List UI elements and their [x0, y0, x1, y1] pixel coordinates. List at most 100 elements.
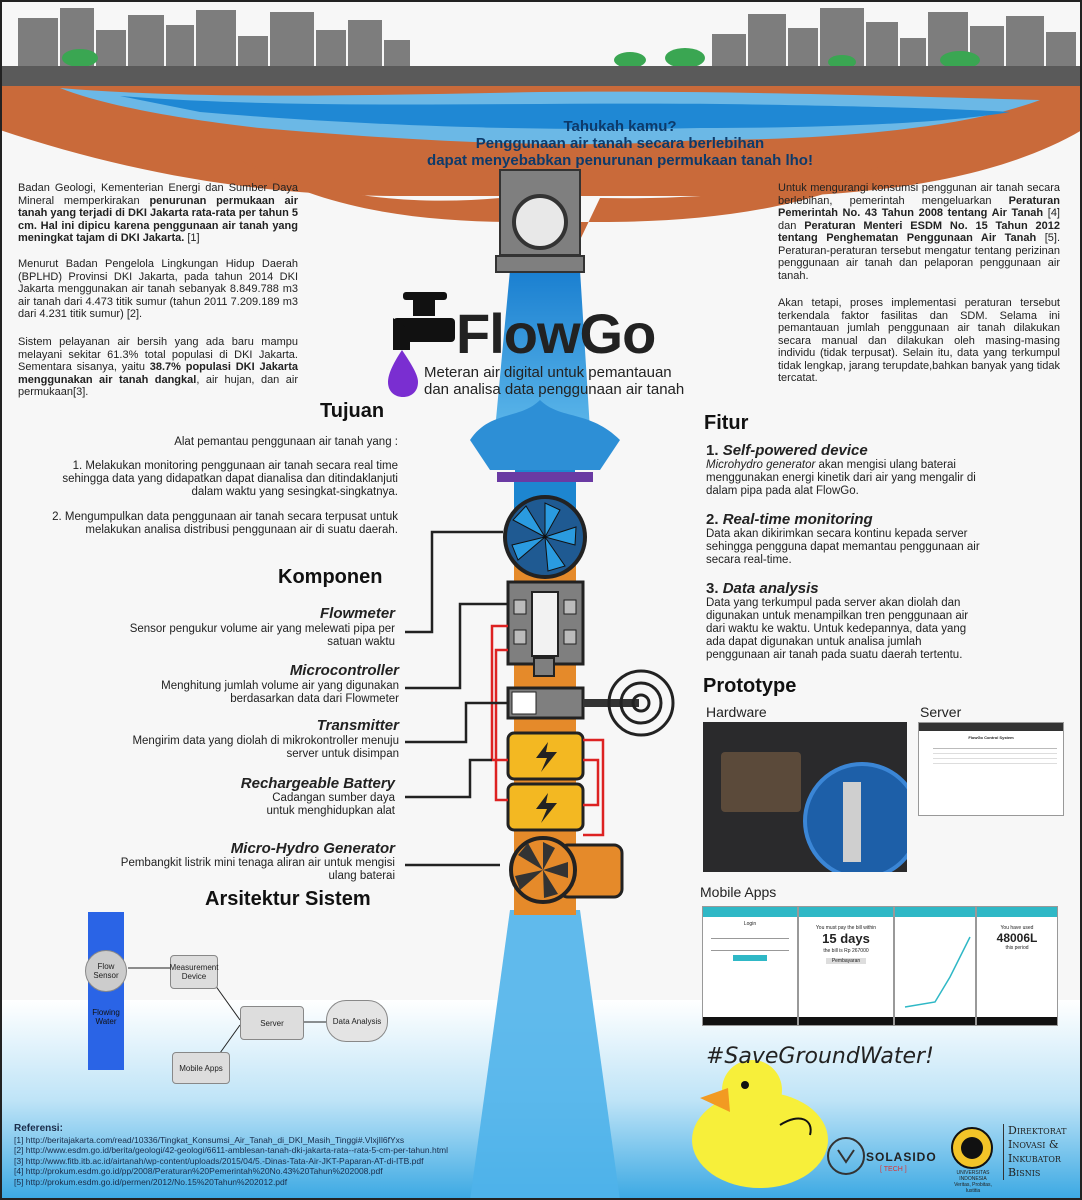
mobile-apps-node: Mobile Apps: [172, 1052, 230, 1084]
feature-desc-italic: Microhydro generator: [706, 459, 816, 471]
phone-bill-screen: You must pay the bill within 15 days the…: [798, 906, 894, 1026]
server-node: Server: [240, 1006, 304, 1040]
phone-period-text: this period: [1005, 945, 1029, 951]
server-label: Server: [920, 704, 962, 720]
reference-item: [2] http://www.esdm.go.id/berita/geologi…: [14, 1145, 449, 1155]
feature-desc-text: akan mengisi ulang baterai menggunakan e…: [706, 459, 976, 497]
hook-line: Penggunaan air tanah secara berlebihan: [475, 135, 765, 152]
phone-app-bar: [895, 907, 975, 917]
phone-login-screen: Login: [702, 906, 798, 1026]
references: Referensi: [1] http://beritajakarta.com/…: [14, 1123, 449, 1187]
component-desc-text: Cadangan sumber daya untuk menghidupkan …: [266, 792, 395, 817]
server-table-line: [933, 748, 1057, 749]
phone-pay-button[interactable]: Pembayaran: [826, 958, 866, 964]
phone-nav-bar: [895, 1017, 975, 1025]
feature-title: 3. Data analysis: [706, 580, 819, 597]
ui-name-line: Veritas, Probitas, Iustitia: [954, 1182, 992, 1194]
directorate-line: Bisnis: [1008, 1166, 1041, 1179]
circuit-board: [721, 752, 801, 812]
feature-title: 2. Real-time monitoring: [706, 511, 873, 528]
server-table-line: [933, 763, 1057, 764]
hashtag-text: #SaveGroundWater!: [706, 1044, 934, 1069]
component-desc: Pembangkit listrik mini tenaga aliran ai…: [120, 857, 395, 882]
tujuan-item: 2. Mengumpulkan data penggunaan air tana…: [52, 511, 398, 536]
feature-name: Data analysis: [722, 580, 819, 597]
references-title: Referensi:: [14, 1123, 63, 1134]
ui-name-line: UNIVERSITAS: [956, 1170, 990, 1176]
feature-number: 1.: [706, 442, 719, 459]
phone-due-text: You must pay the bill within: [815, 925, 877, 931]
brand-title: FlowGo: [456, 302, 656, 365]
tagline-line: Meteran air digital untuk pemantauan: [424, 364, 672, 381]
component-desc: Sensor pengukur volume air yang melewati…: [129, 623, 395, 648]
prototype-heading: Prototype: [703, 675, 797, 697]
tujuan-intro: Alat pemantau penggunaan air tanah yang …: [174, 436, 398, 448]
arsitektur-heading: Arsitektur Sistem: [205, 888, 371, 910]
server-screenshot: FlowGo Control System: [918, 722, 1064, 816]
bold-text: penurunan permukaan air tanah yang terja…: [18, 194, 299, 245]
feature-desc: Microhydro generator akan mengisi ulang …: [706, 459, 996, 498]
flowing-water-label: Flowing Water: [92, 1008, 120, 1026]
ui-name-line: INDONESIA: [959, 1176, 987, 1182]
phone-login-button[interactable]: [733, 955, 767, 961]
hook-line: dapat menyebabkan penurunan permukaan ta…: [427, 152, 813, 169]
phone-liters-text: 48006L: [996, 931, 1038, 945]
ui-name: UNIVERSITAS INDONESIA Veritas, Probitas,…: [948, 1170, 998, 1194]
intro-paragraph-3: Sistem pelayanan air bersih yang ada bar…: [18, 336, 298, 399]
text-span: Untuk mengurangi konsumsi penggunan air …: [778, 182, 1060, 207]
phone-chart-screen: [894, 906, 976, 1026]
feature-desc: Data akan dikirimkan secara kontinu kepa…: [706, 528, 980, 566]
feature-number: 3.: [706, 580, 719, 597]
phone-username-field[interactable]: [711, 932, 789, 939]
solasido-logo-icon: [827, 1137, 865, 1175]
feature-desc: Data yang terkumpul pada server akan dio…: [706, 597, 969, 661]
server-table-line: [933, 753, 1057, 754]
intro-paragraph-1: Badan Geologi, Kementerian Energi dan Su…: [18, 182, 298, 245]
reference-item: [3] http://www.fitb.itb.ac.id/airtanah/w…: [14, 1155, 424, 1166]
regulation-paragraph: Untuk mengurangi konsumsi penggunan air …: [778, 182, 1060, 282]
phone-app-bar: [977, 907, 1057, 917]
text-span: Sistem pelayanan air bersih yang ada bar…: [18, 336, 298, 373]
reference-item: [5] http://prokum.esdm.go.id/permen/2012…: [14, 1176, 288, 1187]
solasido-name: SOLASIDO: [866, 1150, 937, 1164]
reference-item: [4] http://prokum.esdm.go.id/pp/2008/Per…: [14, 1166, 383, 1176]
phone-used-text: You have used: [1000, 925, 1034, 931]
feature-number: 2.: [706, 511, 719, 528]
feature-name: Real-time monitoring: [722, 511, 873, 528]
directorate-line: Inovasi &: [1008, 1138, 1059, 1151]
tujuan-item: 1. Melakukan monitoring penggunaan air t…: [62, 460, 398, 498]
feature-title: 1. Self-powered device: [706, 442, 868, 459]
text-span: [1]: [184, 232, 200, 244]
phone-nav-bar: [799, 1017, 893, 1025]
rubber-duck-icon: [692, 1060, 828, 1188]
solasido-sub: [ TECH ]: [880, 1166, 907, 1173]
server-screen-title: FlowGo Control System: [968, 735, 1014, 740]
hardware-label: Hardware: [706, 704, 767, 720]
component-title: Microcontroller: [289, 662, 399, 679]
phone-password-field[interactable]: [711, 944, 789, 951]
phone-nav-bar: [977, 1017, 1057, 1025]
bold-text: 38.7% populasi DKI Jakarta menggunakan a…: [18, 361, 298, 386]
text-span: [5]. Peraturan-peraturan tersebut mengat…: [778, 232, 1061, 282]
component-desc: Menghitung jumlah volume air yang diguna…: [161, 680, 399, 705]
pipe-device: [843, 782, 861, 862]
intro-paragraph-2: Menurut Badan Pengelola Lingkungan Hidup…: [18, 258, 298, 320]
phone-app-bar: [703, 907, 797, 917]
reference-item: [1] http://beritajakarta.com/read/10336/…: [14, 1134, 405, 1145]
water-drop-icon: [388, 350, 418, 397]
phone-usage-chart: [904, 936, 971, 1008]
component-title: Flowmeter: [319, 605, 395, 622]
server-table-line: [933, 758, 1057, 759]
fitur-heading: Fitur: [704, 412, 749, 434]
komponen-heading: Komponen: [278, 566, 383, 588]
phone-login-title: Login: [743, 921, 757, 927]
bold-text: Peraturan Pemerintah No. 43 Tahun 2008 t…: [778, 194, 1060, 220]
directorate-line: Inkubator: [1008, 1152, 1061, 1165]
hook-text: Tahukah kamu? Penggunaan air tanah secar…: [400, 118, 840, 169]
phone-app-bar: [799, 907, 893, 917]
brand-tagline: Meteran air digital untuk pemantauan dan…: [424, 364, 684, 398]
component-title: Transmitter: [316, 717, 399, 734]
faucet-logo-icon: [393, 292, 455, 350]
